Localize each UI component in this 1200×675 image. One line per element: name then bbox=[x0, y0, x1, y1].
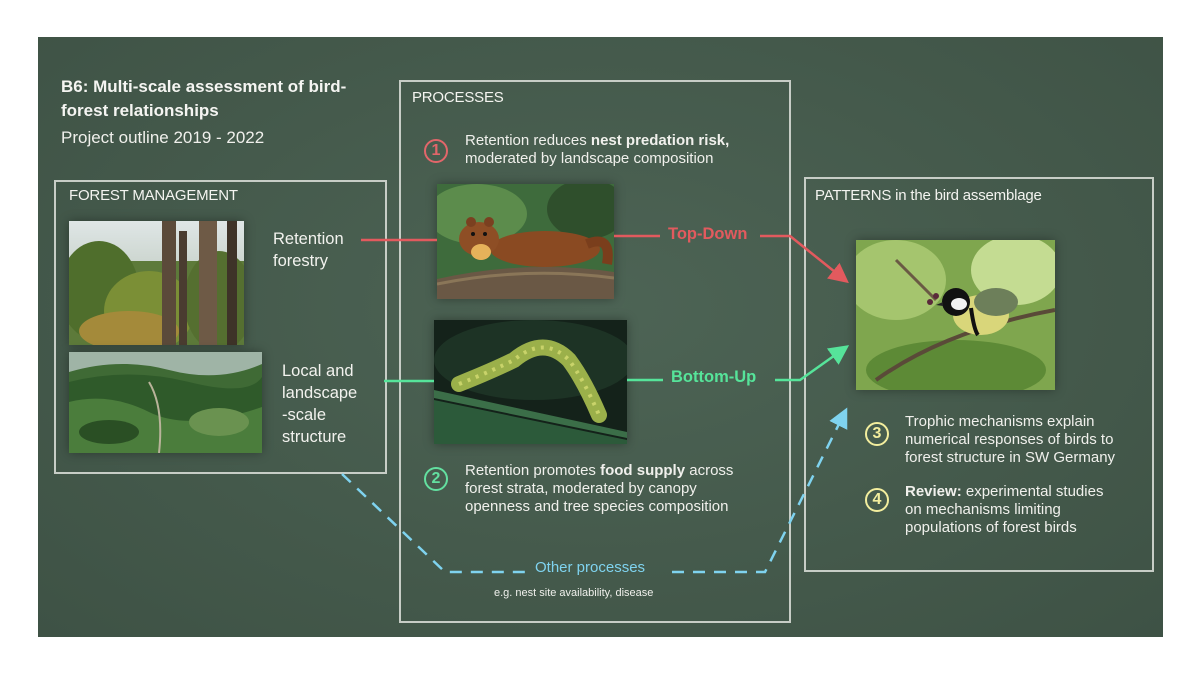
patterns-label: PATTERNS in the bird assemblage bbox=[815, 187, 1042, 204]
caterpillar-photo bbox=[434, 320, 627, 444]
valley-landscape-photo bbox=[69, 352, 262, 453]
retention-forestry-label: Retention forestry bbox=[273, 230, 344, 270]
process-1-badge: 1 bbox=[424, 139, 448, 163]
process-1-text: Retention reduces nest predation risk, m… bbox=[465, 132, 730, 167]
local-landscape-structure-label: Local and landscape -scale structure bbox=[282, 362, 358, 446]
forest-management-label: FOREST MANAGEMENT bbox=[69, 187, 238, 204]
pattern-4-text: Review: experimental studies on mechanis… bbox=[905, 483, 1104, 536]
forest-photo bbox=[69, 221, 244, 345]
diagram-title: B6: Multi-scale assessment of bird-fores… bbox=[61, 77, 347, 120]
process-2-text: Retention promotes food supply across fo… bbox=[465, 462, 734, 515]
pattern-4-badge: 4 bbox=[865, 488, 889, 512]
other-processes-label: Other processes bbox=[535, 559, 646, 576]
great-tit-photo bbox=[856, 240, 1055, 390]
pattern-3-badge: 3 bbox=[865, 422, 889, 446]
top-down-label: Top-Down bbox=[668, 225, 748, 243]
pattern-3-text: Trophic mechanisms explain numerical res… bbox=[905, 413, 1116, 466]
bottom-up-label: Bottom-Up bbox=[671, 368, 757, 386]
forest-management-box bbox=[54, 180, 387, 474]
marten-photo bbox=[437, 184, 614, 299]
processes-label: PROCESSES bbox=[412, 89, 504, 106]
project-period: Project outline 2019 - 2022 bbox=[61, 128, 265, 147]
other-processes-example: e.g. nest site availability, disease bbox=[494, 587, 654, 599]
process-2-badge: 2 bbox=[424, 467, 448, 491]
